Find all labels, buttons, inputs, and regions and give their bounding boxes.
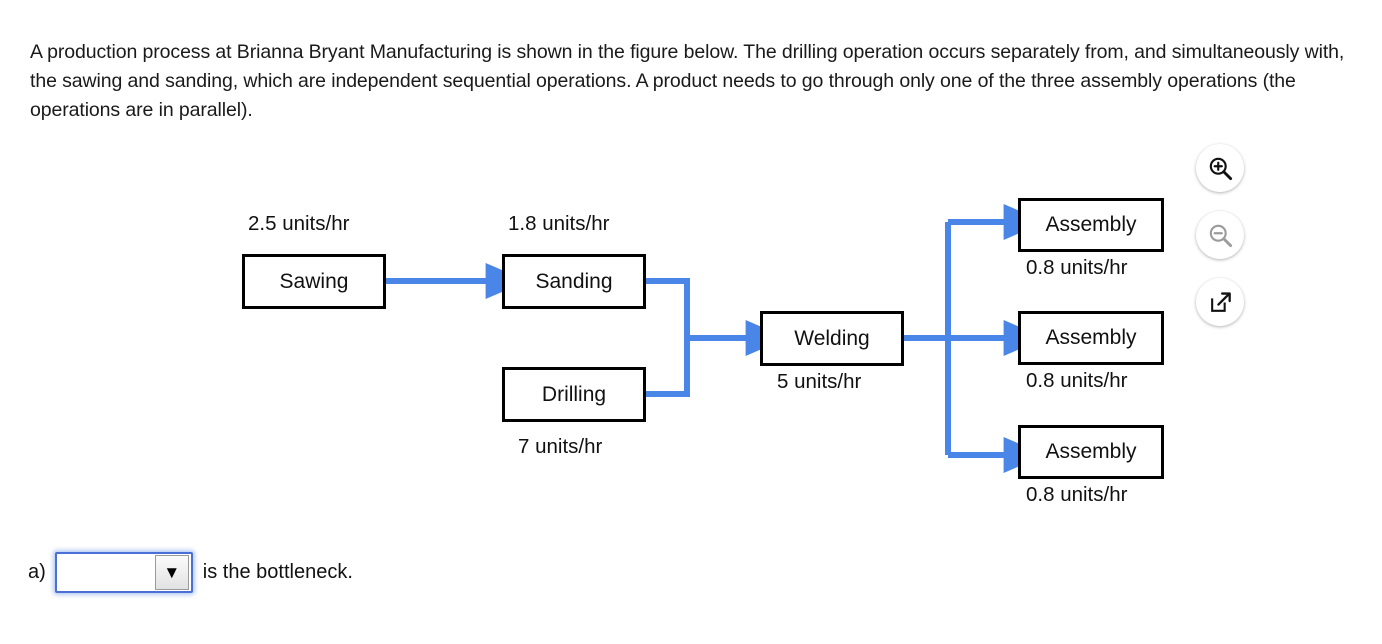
process-box-assembly-1: Assembly	[1018, 198, 1164, 252]
process-box-welding: Welding	[760, 311, 904, 366]
answer-row: a) ▼ is the bottleneck.	[28, 552, 353, 593]
process-box-sawing-label: Sawing	[279, 269, 349, 293]
rate-label-welding: 5 units/hr	[777, 370, 862, 393]
zoom-out-icon	[1209, 224, 1232, 247]
process-box-drilling: Drilling	[502, 367, 646, 422]
pop-out-icon	[1210, 291, 1231, 312]
rate-label-sanding: 1.8 units/hr	[508, 212, 610, 235]
process-box-drilling-label: Drilling	[541, 382, 607, 406]
process-box-sawing: Sawing	[242, 254, 386, 309]
bottleneck-dropdown[interactable]: ▼	[54, 552, 193, 593]
rate-label-sawing: 2.5 units/hr	[248, 212, 350, 235]
rate-label-drilling: 7 units/hr	[518, 435, 603, 458]
figure-toolbar	[1196, 144, 1246, 345]
process-flow-diagram: 2.5 units/hr Sawing 1.8 units/hr Sanding…	[0, 120, 1382, 520]
process-box-sanding: Sanding	[502, 254, 646, 309]
process-box-welding-label: Welding	[794, 326, 870, 350]
process-box-assembly-2: Assembly	[1018, 311, 1164, 365]
process-box-assembly-1-label: Assembly	[1045, 213, 1137, 236]
process-box-assembly-2-label: Assembly	[1045, 326, 1137, 349]
rate-label-assembly-1: 0.8 units/hr	[1026, 256, 1128, 279]
process-box-assembly-3: Assembly	[1018, 425, 1164, 479]
answer-part-label: a)	[28, 561, 46, 583]
zoom-in-icon	[1209, 157, 1232, 180]
zoom-out-button[interactable]	[1196, 211, 1244, 259]
answer-suffix-text: is the bottleneck.	[202, 561, 353, 583]
chevron-down-icon[interactable]: ▼	[154, 555, 189, 590]
open-popup-button[interactable]	[1196, 278, 1244, 326]
zoom-in-button[interactable]	[1196, 144, 1244, 192]
flow-connectors	[386, 204, 1046, 473]
rate-label-assembly-3: 0.8 units/hr	[1026, 483, 1128, 506]
edge-sanding-drilling-merge	[646, 278, 690, 397]
process-box-assembly-3-label: Assembly	[1045, 440, 1137, 463]
rate-label-assembly-2: 0.8 units/hr	[1026, 369, 1128, 392]
problem-statement: A production process at Brianna Bryant M…	[30, 40, 1345, 121]
process-box-sanding-label: Sanding	[535, 269, 613, 293]
